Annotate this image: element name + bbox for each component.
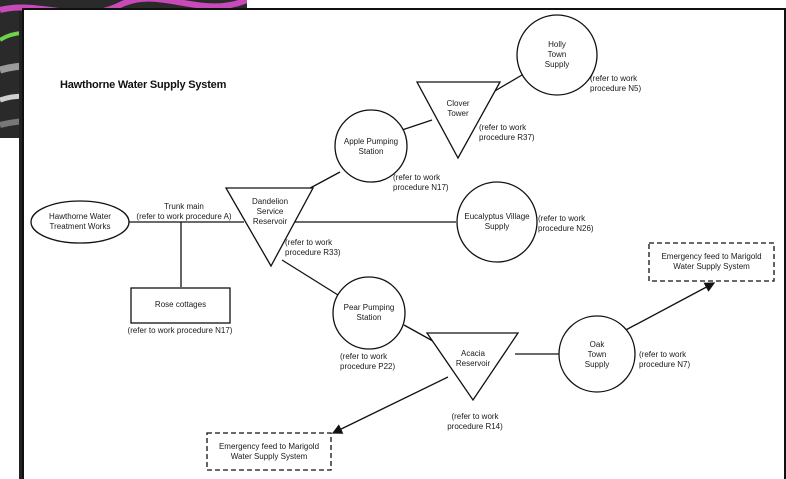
rose-cottages-node — [130, 287, 231, 324]
emergency-left-label: Emergency feed to Marigold Water Supply … — [218, 442, 320, 461]
trunk-main-label: Trunk main (refer to work procedure A) — [136, 202, 232, 221]
treatment-works-node — [30, 200, 130, 244]
clover-tower-label: Clover Tower — [446, 99, 470, 118]
eucalyptus-supply-label: Eucalyptus Village Supply — [464, 212, 530, 231]
dandelion-reservoir-node — [224, 187, 315, 268]
acacia-reservoir-node — [425, 332, 520, 402]
oak-emergency-arrow — [621, 282, 716, 333]
acacia-reservoir-label: Acacia Reservoir — [455, 349, 491, 368]
emergency-right-box — [648, 242, 775, 282]
oak-supply-label: Oak Town Supply — [584, 340, 610, 369]
acacia-ref-label: (refer to work procedure R14) — [447, 412, 503, 431]
apple-ref-label: (refer to work procedure N17) — [393, 173, 449, 192]
oak-ref-label: (refer to work procedure N7) — [639, 350, 691, 369]
holly-supply-node — [516, 14, 598, 96]
holly-ref-label: (refer to work procedure N5) — [590, 74, 642, 93]
emergency-right-label: Emergency feed to Marigold Water Supply … — [661, 252, 762, 271]
emergency-left-box — [206, 432, 332, 471]
eucalyptus-supply-node — [456, 181, 538, 263]
treatment-works-label: Hawthorne Water Treatment Works — [49, 212, 111, 231]
pear-station-node — [332, 276, 406, 350]
rose-cottages-label: Rose cottages — [154, 300, 207, 309]
holly-supply-label: Holly Town Supply — [544, 40, 570, 69]
acacia-emergency-arrow — [331, 376, 449, 434]
clover-ref-label: (refer to work procedure R37) — [479, 123, 535, 142]
diagram-title: Hawthorne Water Supply System — [60, 79, 227, 91]
pear-station-label: Pear Pumping Station — [343, 303, 395, 322]
dandelion-reservoir-label: Dandelion Service Reservoir — [251, 197, 289, 226]
pear-ref-label: (refer to work procedure P22) — [340, 352, 396, 371]
apple-station-node — [334, 109, 408, 183]
eucalyptus-ref-label: (refer to work procedure N26) — [538, 214, 594, 233]
apple-station-label: Apple Pumping Station — [343, 137, 399, 156]
oak-supply-node — [558, 315, 636, 393]
dandelion-ref-label: (refer to work procedure R33) — [285, 238, 341, 257]
apple-clover-line — [401, 119, 433, 131]
clover-tower-node — [415, 81, 502, 160]
dandelion-pear-line — [281, 259, 339, 296]
rose-ref-label: (refer to work procedure N17) — [127, 326, 233, 335]
